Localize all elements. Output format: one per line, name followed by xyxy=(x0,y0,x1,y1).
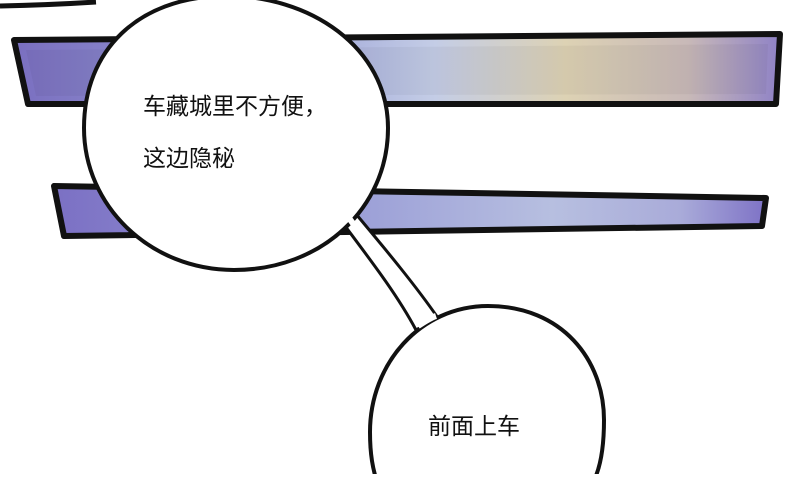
speech-line-3: 前面上车 xyxy=(428,414,520,440)
connector-join-top xyxy=(343,212,363,235)
partial-bubble-outline xyxy=(0,0,97,9)
speech-line-2: 这边隐秘 xyxy=(143,146,235,172)
speech-bubble-main xyxy=(81,0,391,273)
speech-bubble-secondary xyxy=(367,303,607,478)
speech-line-1: 车藏城里不方便， xyxy=(143,94,327,120)
connector-join-bottom xyxy=(416,313,438,329)
